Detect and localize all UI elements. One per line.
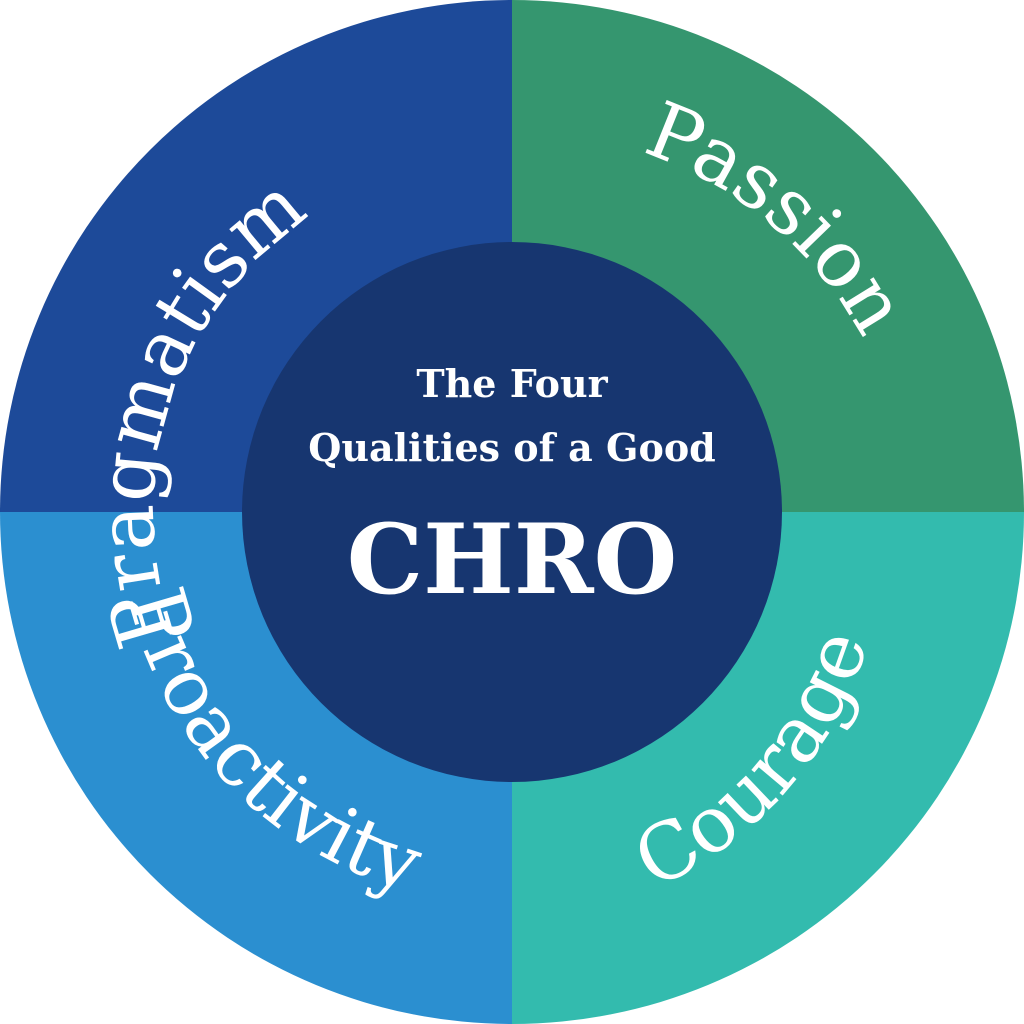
center-line-2: Qualities of a Good xyxy=(308,425,716,470)
center-title: CHRO xyxy=(347,503,678,616)
center-line-1: The Four xyxy=(416,361,608,406)
center-circle xyxy=(242,242,782,782)
